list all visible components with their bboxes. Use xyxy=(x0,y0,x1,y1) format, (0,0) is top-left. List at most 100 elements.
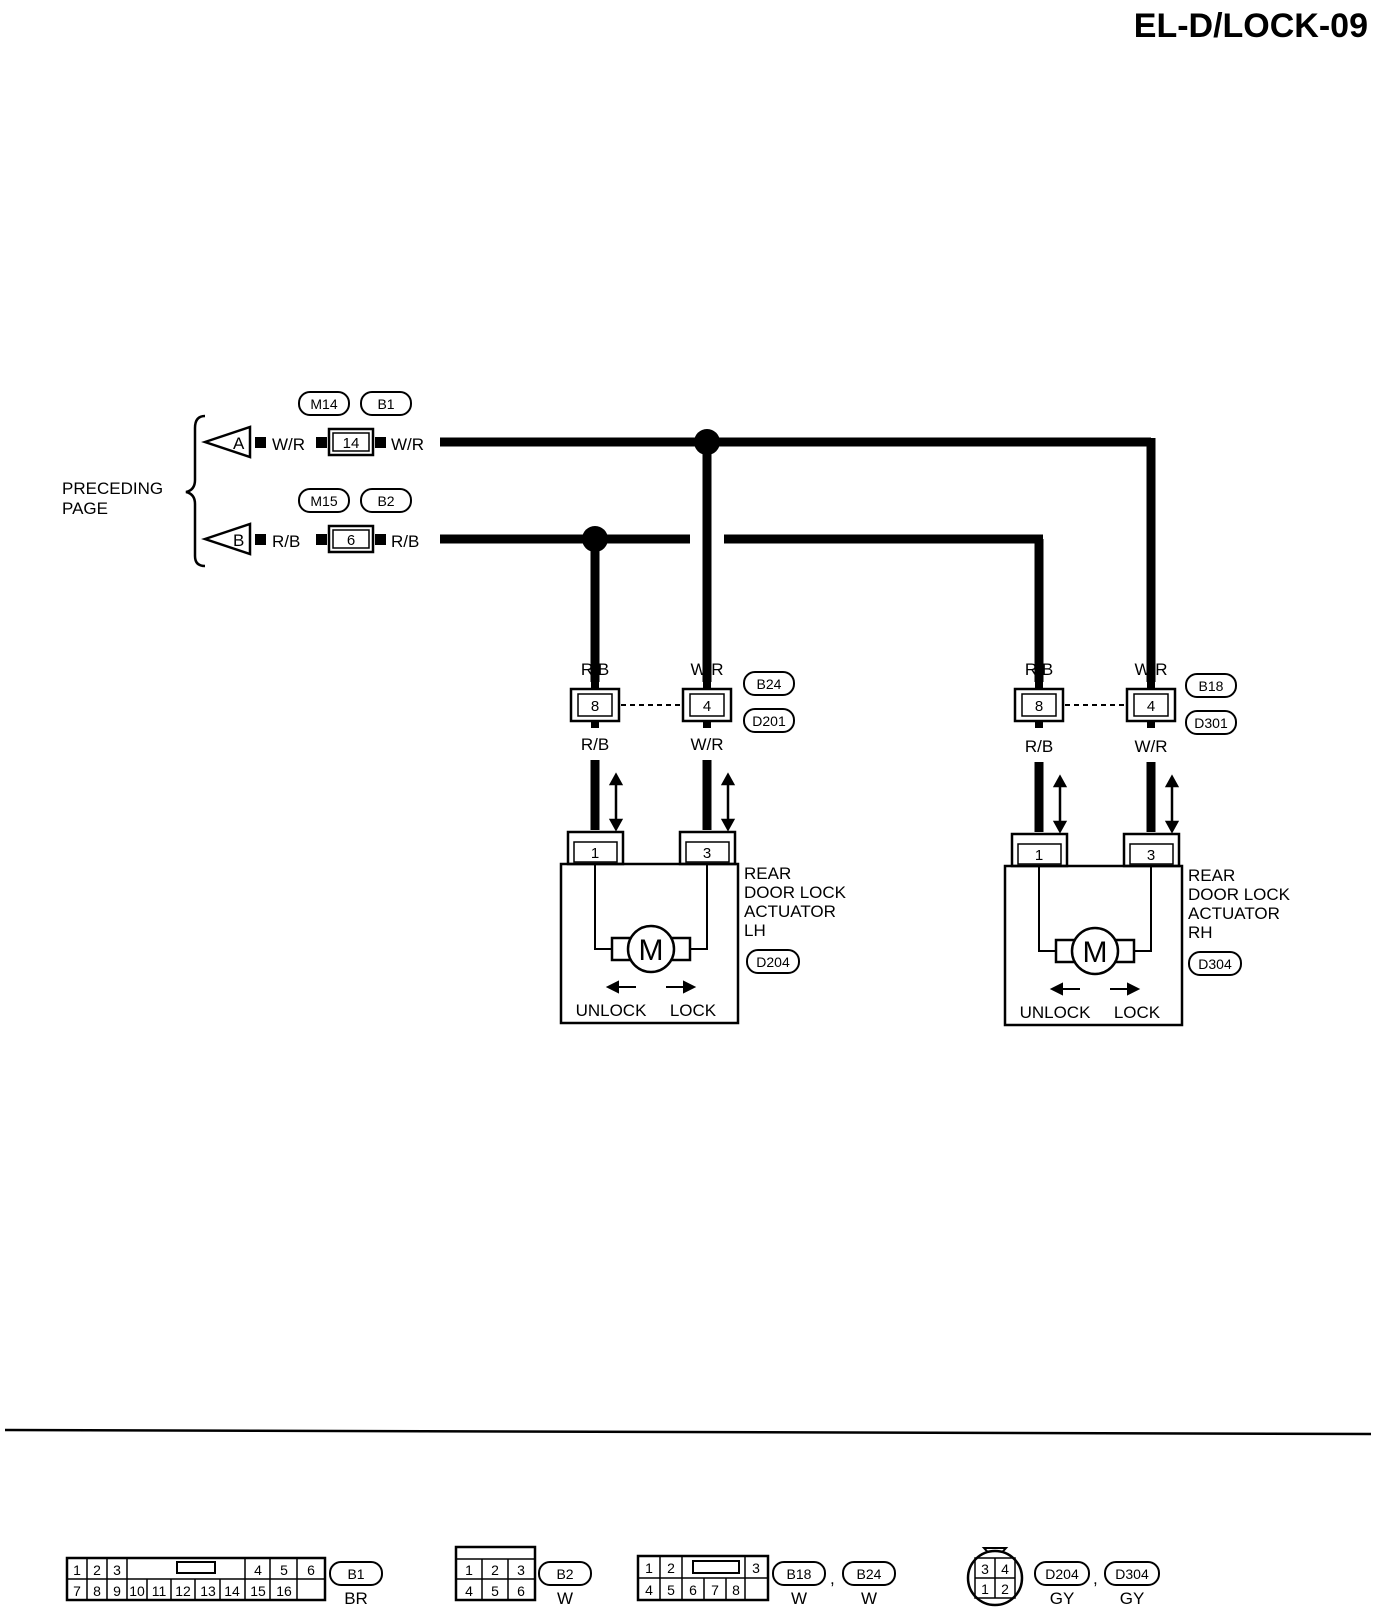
legend-pin: 2 xyxy=(491,1562,499,1578)
feed-a: A W/R 14 W/R M14 B1 xyxy=(201,391,424,459)
wire-stub xyxy=(1147,682,1155,688)
legend-pin: 4 xyxy=(254,1562,262,1578)
wire-color-label: W/R xyxy=(1134,660,1167,679)
pin-number: 6 xyxy=(347,532,355,549)
connector-id: B24 xyxy=(857,1566,882,1582)
connector-id-tag xyxy=(743,708,795,733)
connector-pin-frame xyxy=(689,693,725,717)
wire-stub xyxy=(703,682,711,688)
legend-pin: 4 xyxy=(465,1583,473,1599)
legend-pin: 2 xyxy=(1001,1581,1009,1597)
wire-color-label: W/R xyxy=(272,435,305,454)
legend-pin: 3 xyxy=(517,1562,525,1578)
separator-line xyxy=(4,1428,1372,1436)
wire-stub xyxy=(1147,722,1155,728)
pin-number: 1 xyxy=(1035,847,1043,864)
connector-latch xyxy=(176,1561,216,1574)
connector-pin-frame xyxy=(1017,843,1062,865)
connector-pin-frame xyxy=(332,432,370,452)
connector-id: B18 xyxy=(1199,678,1224,694)
legend-connector-b1: 1 2 3 4 5 6 7 8 9 10 11 12 13 14 15 16 B… xyxy=(65,1556,383,1608)
actuator-name: DOOR LOCK xyxy=(744,883,847,902)
connector-pin-frame xyxy=(573,841,618,863)
legend-pin: 10 xyxy=(129,1583,145,1599)
connector-latch xyxy=(692,1560,740,1574)
motor-lead xyxy=(594,864,612,950)
legend-pin: 5 xyxy=(491,1583,499,1599)
wire-color-label: R/B xyxy=(1025,660,1053,679)
legend-pin: 3 xyxy=(981,1561,989,1577)
connector-id: B2 xyxy=(377,493,394,509)
motor-icon xyxy=(1070,926,1120,976)
pin-number: 8 xyxy=(591,698,599,715)
preceding-label-2: PAGE xyxy=(62,499,108,518)
separator-comma: , xyxy=(1093,1569,1098,1588)
connector-color: W xyxy=(791,1589,807,1608)
legend-pin: 9 xyxy=(113,1583,121,1599)
actuator-name: ACTUATOR xyxy=(1188,904,1280,923)
connector-color: GY xyxy=(1120,1589,1145,1608)
actuator-pin-connector xyxy=(678,830,737,866)
legend-pin: 2 xyxy=(667,1560,675,1576)
connector-pin-frame xyxy=(1129,843,1174,865)
legend-pin: 1 xyxy=(645,1560,653,1576)
direction-arrows xyxy=(605,980,697,994)
door-connector-lh: R/B W/R 8 4 R/B W/R B24 D201 xyxy=(569,660,795,754)
motor-lead xyxy=(1134,866,1152,952)
legend-pin: 6 xyxy=(689,1582,697,1598)
legend-pin: 8 xyxy=(732,1582,740,1598)
connector-id-tag xyxy=(360,391,412,416)
connector-face xyxy=(454,1545,537,1602)
connector-color: GY xyxy=(1050,1589,1075,1608)
legend-pin: 6 xyxy=(307,1562,315,1578)
connector-id: M14 xyxy=(310,396,337,412)
connector-id-tag xyxy=(538,1561,592,1586)
feed-b: B R/B 6 R/B M15 B2 xyxy=(201,488,419,556)
wire-stub xyxy=(375,437,386,448)
actuator-body xyxy=(1003,864,1184,1027)
wire-stub xyxy=(255,437,266,448)
connector-id: D304 xyxy=(1115,1566,1149,1582)
legend-pin: 12 xyxy=(175,1583,191,1599)
terminal-b-label: B xyxy=(233,531,244,550)
connector-id: D204 xyxy=(756,954,790,970)
connector-id: B24 xyxy=(757,676,782,692)
connector-id: B2 xyxy=(556,1566,573,1582)
legend-pin: 4 xyxy=(645,1582,653,1598)
legend-pin: 5 xyxy=(280,1562,288,1578)
junction-dot xyxy=(694,429,720,455)
preceding-brace xyxy=(185,414,206,568)
legend-connector-b2: 1 2 3 4 5 6 B2 W xyxy=(454,1545,592,1608)
pin-number: 4 xyxy=(703,698,711,715)
preceding-label: PRECEDING xyxy=(62,479,163,498)
legend-connector-d204-d304: 3 4 1 2 D204 , D304 GY GY xyxy=(966,1547,1160,1608)
actuator-lh: 1 3 M UNLOCK LOCK REAR DOOR LOCK ACTUATO… xyxy=(559,830,847,1025)
legend-pin: 1 xyxy=(465,1562,473,1578)
wire-stub xyxy=(591,722,599,728)
double-arrows xyxy=(608,772,1180,834)
connector-color: BR xyxy=(344,1589,368,1608)
wire-stub xyxy=(255,534,266,545)
legend-pin: 14 xyxy=(224,1583,240,1599)
unlock-label: UNLOCK xyxy=(576,1001,648,1020)
terminal-a-arrow xyxy=(201,425,252,459)
legend-pin: 5 xyxy=(667,1582,675,1598)
legend-pin: 8 xyxy=(93,1583,101,1599)
connector-pin-frame xyxy=(577,693,613,717)
actuator-name: REAR xyxy=(744,864,791,883)
motor-lead xyxy=(1038,866,1056,952)
connector-id-tag xyxy=(1034,1561,1090,1586)
actuator-name: DOOR LOCK xyxy=(1188,885,1291,904)
legend-pin: 15 xyxy=(250,1583,266,1599)
legend-pin: 11 xyxy=(152,1583,167,1599)
actuator-name: LH xyxy=(744,921,766,940)
wire-stub xyxy=(591,682,599,688)
connector-id-tag xyxy=(842,1561,896,1586)
legend-pin: 16 xyxy=(276,1583,292,1599)
legend-pin: 1 xyxy=(73,1562,81,1578)
connector-id-tag xyxy=(746,949,800,974)
terminal-b-arrow xyxy=(201,522,252,556)
connector-id: D204 xyxy=(1045,1566,1079,1582)
legend-connector-b18-b24: 1 2 3 4 5 6 7 8 B18 , B24 W W xyxy=(636,1554,896,1608)
motor-label: M xyxy=(1083,936,1108,969)
